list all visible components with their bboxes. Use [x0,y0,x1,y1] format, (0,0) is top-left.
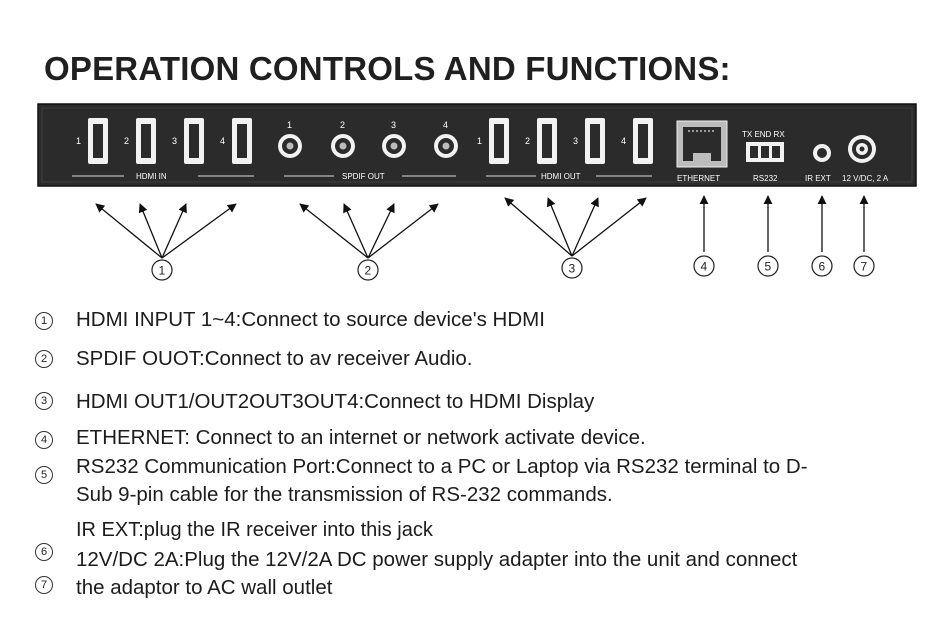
legend-text-4: ETHERNET: Connect to an internet or netw… [76,426,646,449]
callout-circle-1 [151,259,173,281]
hdmi-in-port-3 [184,118,204,164]
ethernet-label: ETHERNET [677,174,720,183]
callout-2-arrows [299,203,439,259]
legend-text-6a: IR EXT:plug the IR receiver into this ja… [76,519,433,541]
hdmi-out-port-4 [633,118,653,164]
ir-ext-label: IR EXT [805,174,831,183]
legend-badge-1: 1 [35,312,53,330]
spdif-out-number: 4 [443,120,448,130]
rear-panel-diagram: 1 2 3 4 HDMI IN 1 2 3 4 SPDIF OUT 1 2 3 … [37,103,917,281]
legend-badge-3: 3 [35,392,53,410]
callout-3-arrows [504,197,647,257]
spdif-out-jack-3 [382,134,406,158]
dc-power-jack: 12 V/DC, 2 A [842,135,889,183]
hdmi-in-number: 4 [220,136,225,146]
hdmi-in-port-2 [136,118,156,164]
callout-number: 1 [159,264,166,278]
hdmi-in-number: 1 [76,136,81,146]
callout-circle-2 [357,259,379,281]
ir-ext-jack: IR EXT [805,144,831,183]
callout-number: 2 [365,264,372,278]
rs232-pin-labels: TX END RX [742,130,785,139]
hdmi-out-label: HDMI OUT [541,172,581,181]
legend-text-5b: Sub 9-pin cable for the transmission of … [76,483,613,506]
hdmi-in-number: 2 [124,136,129,146]
callout-number: 6 [819,260,826,274]
hdmi-out-number: 4 [621,136,626,146]
hdmi-out-number: 2 [525,136,530,146]
spdif-out-number: 1 [287,120,292,130]
callout-circle-6 [811,255,833,277]
callout-number: 3 [569,262,576,276]
callout-4to7-arrows [699,195,869,252]
spdif-out-number: 3 [391,120,396,130]
ethernet-port: ETHERNET [676,120,728,183]
hdmi-in-label: HDMI IN [136,172,167,181]
hdmi-out-port-1 [489,118,509,164]
hdmi-in-number: 3 [172,136,177,146]
callout-1-arrows [95,203,237,259]
hdmi-out-number: 1 [477,136,482,146]
legend-text-3: HDMI OUT1/OUT2OUT3OUT4:Connect to HDMI D… [76,390,595,413]
rs232-port: TX END RX RS232 [742,130,785,183]
hdmi-out-group: 1 2 3 4 HDMI OUT [477,118,653,181]
legend-text-7: the adaptor to AC wall outlet [76,576,333,599]
callout-number: 7 [861,260,868,274]
spdif-out-jack-2 [331,134,355,158]
legend-badge-2: 2 [35,350,53,368]
callout-circle-7 [853,255,875,277]
callout-circle-5 [757,255,779,277]
hdmi-in-group: 1 2 3 4 HDMI IN [72,118,254,181]
callout-circle-4 [693,255,715,277]
callout-number: 4 [701,260,708,274]
legend-badge-7: 7 [35,576,53,594]
legend-text-2: SPDIF OUOT:Connect to av receiver Audio. [76,347,473,370]
rs232-label: RS232 [753,174,778,183]
hdmi-in-port-1 [88,118,108,164]
dc-label: 12 V/DC, 2 A [842,174,889,183]
callout-circle-3 [561,257,583,279]
hdmi-out-port-3 [585,118,605,164]
hdmi-out-port-2 [537,118,557,164]
spdif-out-jack-4 [434,134,458,158]
legend-text-6b: 12V/DC 2A:Plug the 12V/2A DC power suppl… [76,548,798,571]
spdif-out-jack-1 [278,134,302,158]
hdmi-in-port-4 [232,118,252,164]
legend-badge-6: 6 [35,543,53,561]
hdmi-out-number: 3 [573,136,578,146]
legend-text-5a: RS232 Communication Port:Connect to a PC… [76,455,808,478]
spdif-out-group: 1 2 3 4 SPDIF OUT [278,120,458,181]
legend-text-1: HDMI INPUT 1~4:Connect to source device'… [76,308,545,331]
spdif-out-label: SPDIF OUT [342,172,385,181]
legend-badge-5: 5 [35,466,53,484]
page-title: OPERATION CONTROLS AND FUNCTIONS: [44,50,731,87]
callout-number: 5 [765,260,772,274]
legend-badge-4: 4 [35,431,53,449]
spdif-out-number: 2 [340,120,345,130]
